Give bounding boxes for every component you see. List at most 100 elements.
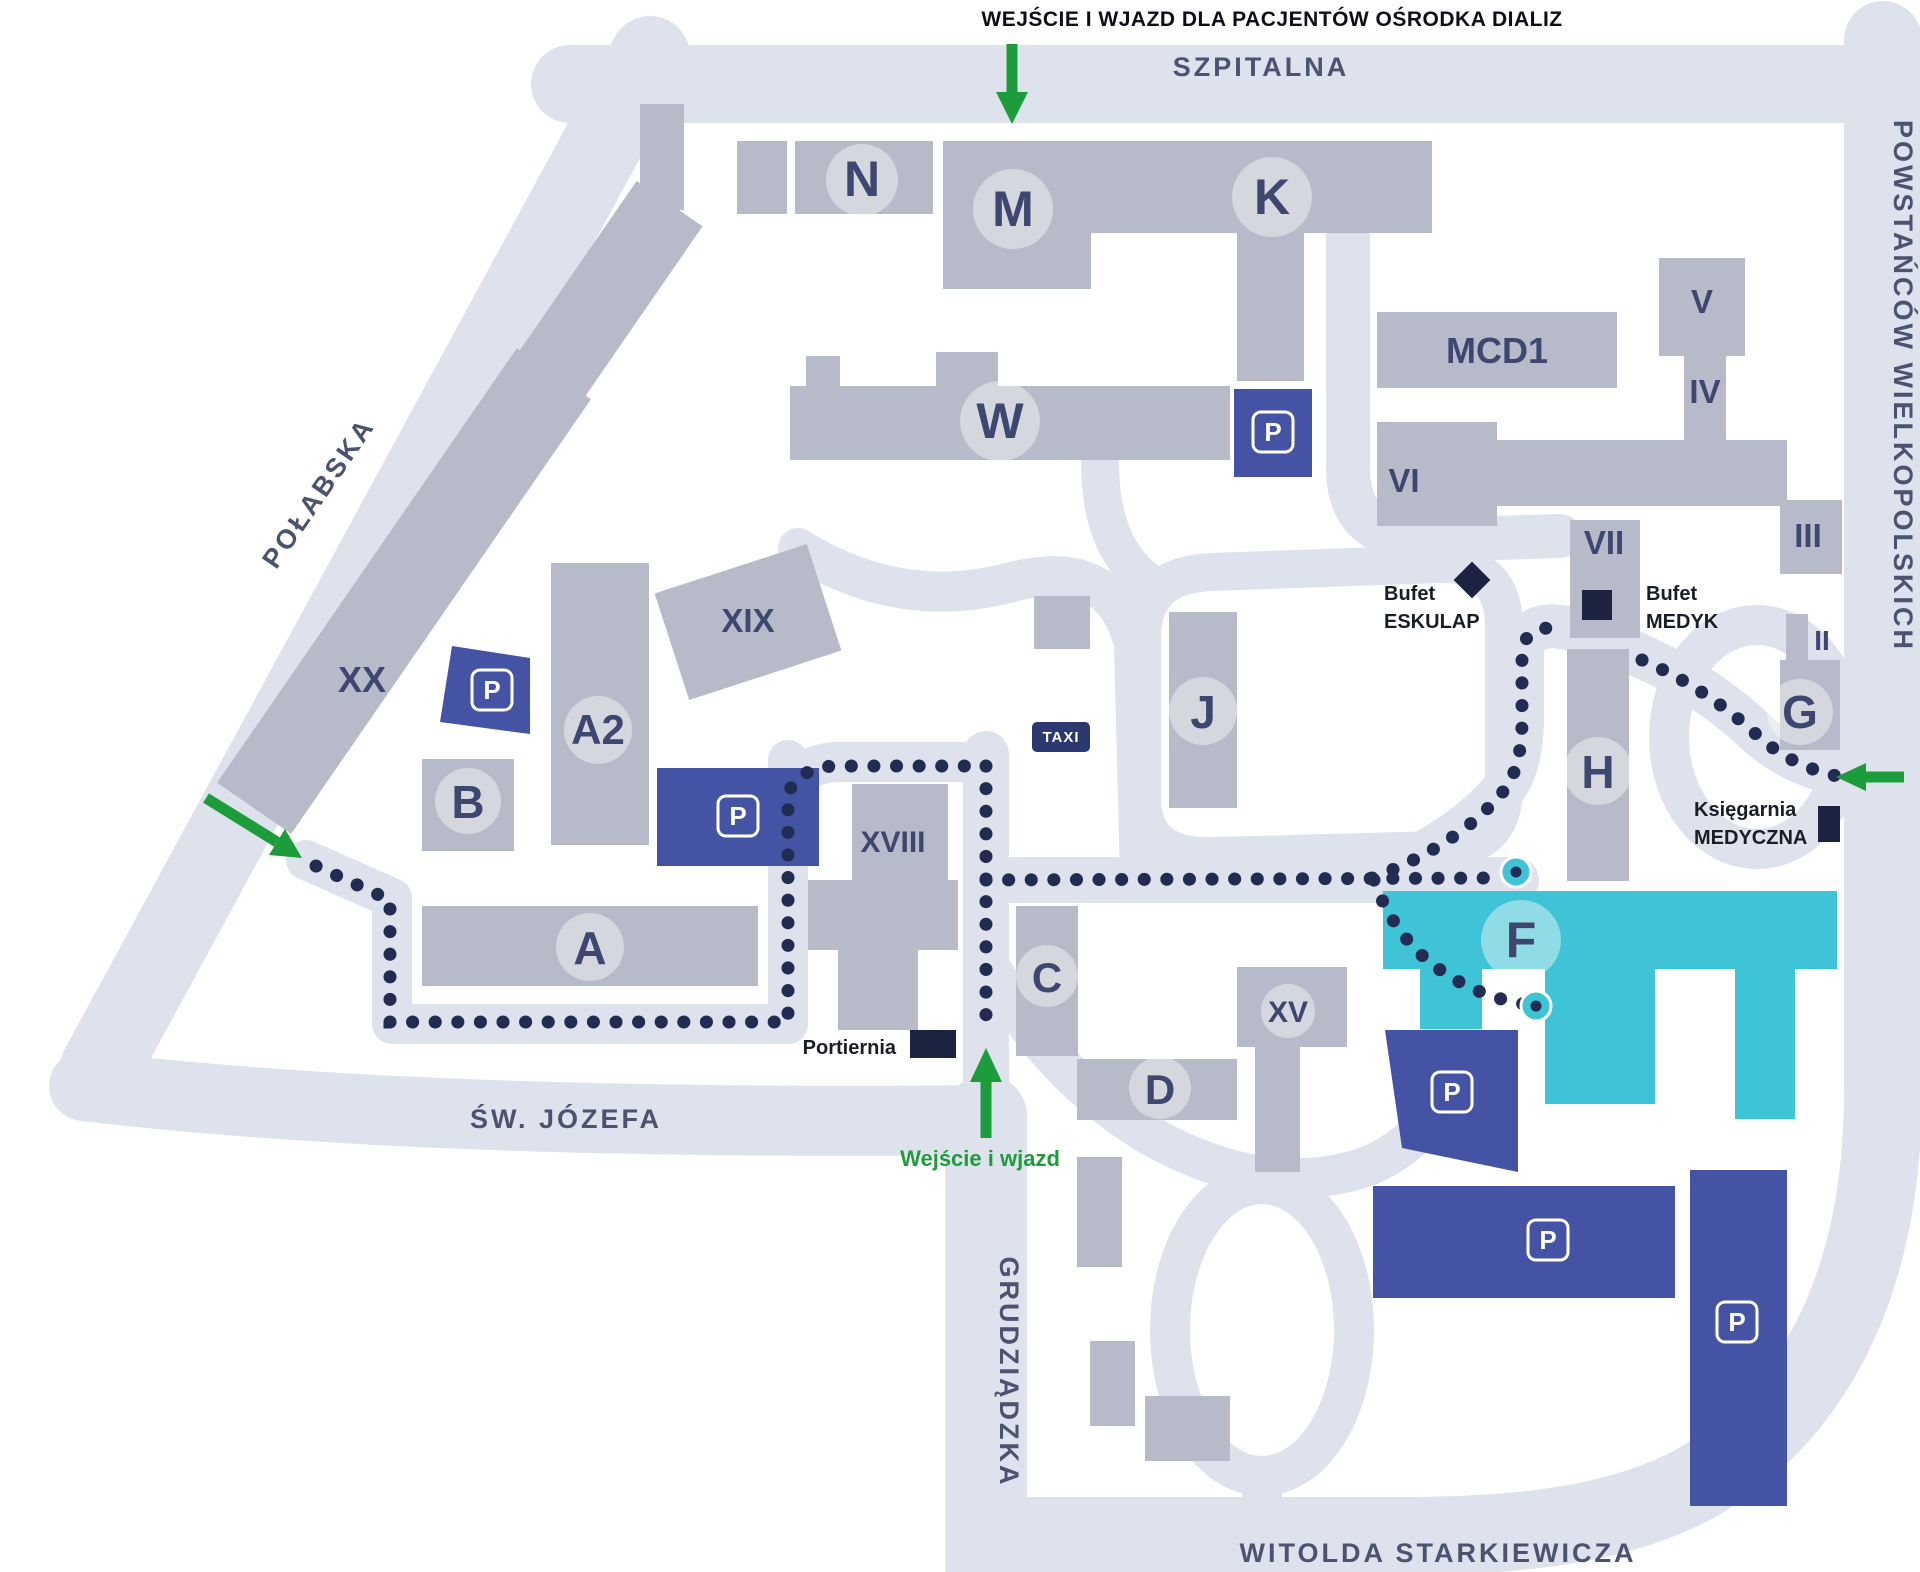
building-label-VI: VI: [1388, 462, 1419, 499]
building-XIX: [654, 544, 842, 700]
road-j-ring: [1123, 544, 1523, 876]
building-label-V: V: [1691, 283, 1713, 320]
building-labels: N M K W MCD1 V IV VI VII III II G H J XI…: [338, 151, 1830, 1113]
street-label-powstancow: POWSTAŃCÓW WIELKOPOLSKICH: [1888, 120, 1919, 652]
building-K-extension: [1237, 233, 1304, 381]
building-label-A2: A2: [571, 706, 625, 753]
building-label-F: F: [1506, 912, 1537, 968]
road-inner-wiggle: [778, 528, 1160, 898]
building-W-tab2: [806, 356, 840, 386]
route-west-loop: [309, 759, 993, 1029]
building-south-3: [1145, 1396, 1230, 1461]
building-label-G: G: [1782, 686, 1818, 738]
building-H: [1567, 649, 1629, 881]
building-F-main: [1383, 891, 1837, 969]
f-entrance-markers: [1499, 855, 1553, 1023]
building-label-C: C: [1032, 954, 1062, 1001]
building-south-1: [1077, 1157, 1122, 1267]
building-label-M: M: [992, 181, 1034, 237]
road-w-to-j: [1081, 443, 1177, 607]
parking-letter: P: [1728, 1307, 1745, 1337]
ksiegarnia-icon: [1818, 806, 1840, 842]
road-g-ring: [1649, 605, 1865, 869]
arrow-west-entrance: [203, 793, 302, 858]
building-F: [1383, 891, 1837, 1119]
bufet-eskulap-icon: [1453, 561, 1491, 599]
building-label-J: J: [1190, 686, 1216, 738]
entrance-labels: WEJŚCIE I WJAZD DLA PACJENTÓW OŚRODKA DI…: [900, 7, 1562, 1171]
dialysis-entrance-label: WEJŚCIE I WJAZD DLA PACJENTÓW OŚRODKA DI…: [981, 7, 1562, 31]
building-A2: [551, 563, 649, 845]
street-label-starkiewicza: WITOLDA STARKIEWICZA: [1240, 1538, 1637, 1568]
building-F-lobe1: [1420, 969, 1482, 1029]
building-G: [1780, 660, 1840, 750]
building-VI: [1377, 422, 1497, 526]
building-near-taxi: [1034, 596, 1090, 649]
building-J: [1169, 612, 1237, 808]
building-XVIII-south: [838, 950, 918, 1030]
building-label-IV: IV: [1689, 373, 1720, 410]
ksiegarnia-line2: MEDYCZNA: [1694, 827, 1807, 849]
building-XX: [217, 348, 591, 834]
taxi-label: TAXI: [1042, 729, 1079, 746]
building-south-2: [1090, 1341, 1135, 1426]
parking-letter: P: [1539, 1225, 1556, 1255]
portiernia-label: Portiernia: [803, 1037, 897, 1059]
street-label-sw-jozefa: ŚW. JÓZEFA: [470, 1103, 662, 1134]
taxi-badge: [1032, 722, 1090, 752]
street-label-grudziadzka: GRUDZIĄDZKA: [994, 1257, 1024, 1488]
building-W-tab: [936, 352, 998, 388]
building-label-K: K: [1254, 169, 1290, 225]
south-entrance-label: Wejście i wjazd: [900, 1146, 1060, 1171]
road-sw-jozefa: [49, 1051, 1023, 1156]
parking-letter: P: [1264, 417, 1281, 447]
building-K: [1090, 141, 1432, 233]
bufet-medyk-line2: MEDYK: [1646, 611, 1719, 633]
poi-labels: TAXI Bufet ESKULAP Bufet MEDYK Księgarni…: [803, 583, 1808, 1059]
building-II: [1786, 614, 1808, 664]
building-n-annex: [737, 141, 787, 214]
building-M: [943, 141, 1091, 289]
bufet-eskulap-line1: Bufet: [1384, 583, 1435, 605]
building-label-XX: XX: [338, 659, 386, 700]
parking-badge: P: [1430, 1070, 1474, 1114]
building-A: [422, 906, 758, 986]
building-label-III: III: [1794, 517, 1822, 554]
building-C: [1016, 906, 1078, 1056]
parking-letter: P: [729, 801, 746, 831]
arrow-south-entrance: [970, 1048, 1002, 1138]
road-east-of-k: [1326, 178, 1582, 562]
building-F-lobe3: [1735, 969, 1795, 1119]
building-polabska-upper: [517, 180, 703, 400]
f-entrance-dot-south: [1530, 1000, 1542, 1012]
bufet-eskulap-line2: ESKULAP: [1384, 611, 1480, 633]
parking-badge: P: [1526, 1218, 1570, 1262]
building-label-MCD1: MCD1: [1446, 330, 1548, 371]
building-MCD1: [1377, 312, 1617, 388]
label-badges: [435, 144, 1833, 1119]
building-label-W: W: [976, 393, 1024, 449]
building-label-XVIII: XVIII: [860, 826, 925, 859]
arrow-east-entrance: [1836, 763, 1904, 791]
dotted-route: [309, 621, 1855, 1043]
building-XV: [1237, 967, 1347, 1047]
parking-letter: P: [483, 675, 500, 705]
building-IV: [1684, 356, 1726, 440]
parking-badges: P P P P P P: [470, 410, 1759, 1344]
route-h-to-east-gate: [1635, 653, 1855, 785]
bufet-medyk-line1: Bufet: [1646, 583, 1697, 605]
building-XVIII-west: [808, 880, 958, 950]
building-F-lobe2: [1545, 969, 1655, 1104]
route-to-h: [1365, 621, 1555, 885]
route-central: [979, 871, 1505, 887]
parking-badge: P: [1715, 1300, 1759, 1344]
buildings: [217, 104, 1842, 1461]
building-XV-annex: [1255, 1047, 1300, 1172]
parking-badge: P: [470, 668, 514, 712]
poi-icons: [910, 561, 1840, 1058]
f-entrance-dot-north: [1510, 866, 1522, 878]
street-label-szpitalna: SZPITALNA: [1173, 52, 1350, 82]
building-N: [795, 141, 933, 214]
building-label-XV: XV: [1268, 996, 1308, 1029]
